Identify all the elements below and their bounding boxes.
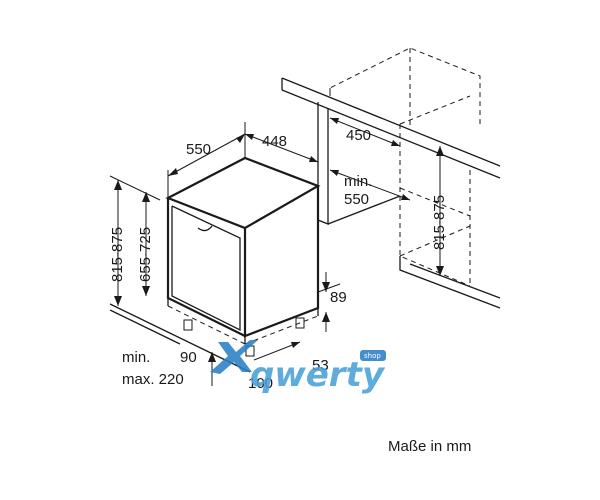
dim-min-90-label: min. — [122, 349, 150, 366]
dim-height-815-875-left: 815-875 — [109, 175, 161, 306]
watermark-brand: qwerty — [250, 355, 386, 395]
dim-min-90-value: 90 — [180, 349, 197, 366]
dim-450-text: 450 — [346, 127, 371, 144]
qwerty-watermark: qwerty shop — [210, 340, 386, 395]
dim-655-725-text: 655-725 — [137, 227, 154, 282]
dim-plinth-89: 89 — [317, 272, 347, 332]
dim-height-815-875-right: 815-875 — [431, 146, 448, 276]
countertop-niche — [281, 47, 501, 309]
dim-height-655-725: 655-725 — [137, 192, 154, 296]
dim-448-text: 448 — [262, 133, 287, 150]
dim-89-text: 89 — [330, 289, 347, 306]
dim-53-text: 53 — [312, 357, 329, 374]
dim-min-550-text: 550 — [344, 191, 369, 208]
dim-niche-450: 450 — [329, 117, 401, 147]
dim-815-875-right-text: 815-875 — [431, 195, 448, 250]
dim-depth-550: 550 — [167, 122, 246, 198]
dim-min-90-max-220: min. 90 max. 220 — [122, 349, 216, 388]
watermark-x-logo — [210, 340, 258, 374]
dim-min-label: min. — [344, 173, 372, 190]
dishwasher-body — [165, 156, 321, 357]
dim-100-text: 100 — [248, 375, 273, 392]
units-note: Maße in mm — [388, 438, 471, 455]
dim-815-875-left-text: 815-875 — [109, 227, 126, 282]
dim-bottom: 100 53 — [248, 341, 329, 392]
dim-550-text: 550 — [186, 141, 211, 158]
dim-niche-min-550: min. 550 — [329, 169, 411, 208]
dim-width-448: 448 — [244, 133, 319, 186]
watermark-badge: shop — [364, 352, 381, 360]
dim-max-220-text: max. 220 — [122, 371, 184, 388]
